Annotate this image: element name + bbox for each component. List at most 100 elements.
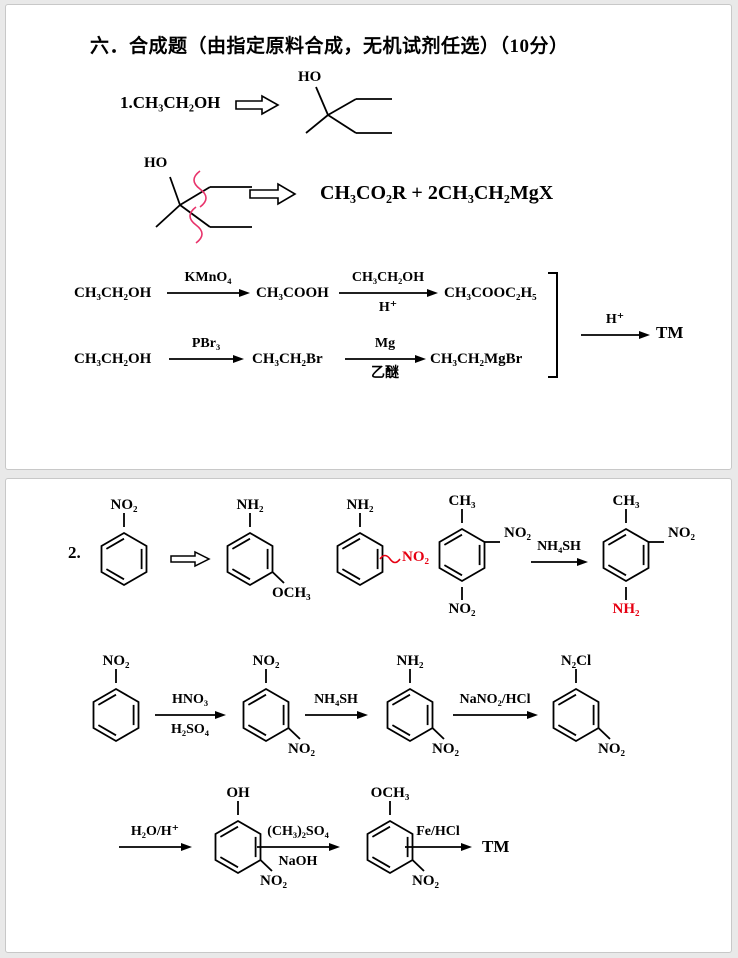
reaction-arrow-nitration: HNO₃ H₂SO₄ xyxy=(154,691,226,738)
reaction-arrow-nh4sh-2: NH₄SH xyxy=(304,691,368,721)
substituent-label: N₂Cl xyxy=(560,653,592,669)
reagent-label: NH₄SH xyxy=(537,539,581,554)
page-title: 六．合成题（由指定原料合成，无机试剂任选）（10分） xyxy=(90,36,569,57)
benzene-ring xyxy=(336,513,401,586)
reagent-label: CH₃CH₂OH xyxy=(351,270,425,285)
problem-number-label: 2. xyxy=(68,543,81,562)
condition-label: H₂SO₄ xyxy=(171,722,209,737)
arrow-icon xyxy=(155,711,226,719)
slide-panel-2: 2. NO₂ NH₂ OCH₃ NH₂ NO₂ CH₃ xyxy=(5,478,732,953)
retro-products-label: CH₃CO₂R + 2CH₃CH₂MgX xyxy=(320,182,554,204)
molecule-4-amino-2-nitrotoluene: CH₃ NO₂ NH₂ xyxy=(590,493,712,619)
reagent-label: NH₄SH xyxy=(314,692,358,707)
reaction-arrow-nh4sh: NH₄SH xyxy=(530,538,588,568)
arrow-icon xyxy=(531,558,588,566)
arrow-icon xyxy=(169,355,244,363)
reaction-arrow-final: H⁺ xyxy=(580,311,650,341)
reaction-arrow-methylation: (CH₃)₂SO₄ NaOH xyxy=(256,823,340,870)
reaction-arrow-pbr3: PBr₃ xyxy=(168,335,244,365)
arrow-icon xyxy=(257,843,340,851)
benzene-ring xyxy=(366,801,425,874)
substituent-label: NH₂ xyxy=(236,497,264,513)
benzene-ring xyxy=(386,669,445,742)
substituent-label: OCH₃ xyxy=(272,585,311,601)
disconnection-structure: HO xyxy=(130,151,300,255)
arrow-icon xyxy=(305,711,368,719)
reaction-arrow-diazotization: NaNO₂/HCl xyxy=(452,691,538,721)
substituent-label: NO₂ xyxy=(412,873,439,889)
substituent-label: NO₂ xyxy=(110,497,138,513)
molecule-nitroaniline-mixture: NH₂ NO₂ xyxy=(324,497,436,593)
substituent-label: NO₂ xyxy=(448,601,476,617)
molecule-24-dinitrotoluene: CH₃ NO₂ NO₂ xyxy=(426,493,548,619)
substituent-label: NO₂ xyxy=(598,741,625,757)
reagent-label: Mg xyxy=(374,336,396,351)
arrow-icon xyxy=(405,843,472,851)
benzene-ring xyxy=(100,513,148,586)
benzene-ring xyxy=(602,509,664,600)
substituent-label: NO₂ xyxy=(288,741,315,757)
arrow-icon xyxy=(345,355,426,363)
benzene-ring xyxy=(552,669,611,742)
wavy-bond xyxy=(379,554,401,564)
hydroxyl-label: HO xyxy=(144,155,168,171)
benzene-ring xyxy=(438,509,500,600)
condition-label: NaOH xyxy=(278,854,318,869)
grouping-bracket xyxy=(548,272,558,378)
reagent-label: H₂O/H⁺ xyxy=(130,824,180,839)
implies-arrow-icon xyxy=(249,182,297,206)
arrow-icon xyxy=(339,289,438,297)
substituent-label: NH₂ xyxy=(612,601,640,617)
starting-material-label: 1.CH₃CH₂OH xyxy=(120,93,221,112)
reagent-label: NaNO₂/HCl xyxy=(459,692,531,707)
target-structure: HO xyxy=(290,69,410,157)
substituent-label: NO₂ xyxy=(402,549,429,565)
tm-label: TM xyxy=(482,837,510,856)
benzene-ring xyxy=(226,513,285,586)
condition-label: H⁺ xyxy=(378,300,398,315)
molecule-meta-anisidine: NH₂ OCH₃ xyxy=(214,497,334,609)
condition-label: 乙醚 xyxy=(371,366,399,381)
molecule-m-nitrophenol: OH NO₂ xyxy=(202,785,322,897)
ethanol-label: CH₃CH₂OH xyxy=(74,285,152,301)
molecule-m-nitroanisole: OCH₃ NO₂ xyxy=(354,785,474,897)
implies-arrow-icon xyxy=(235,94,280,116)
substituent-label: NO₂ xyxy=(260,873,287,889)
hydroxyl-label: HO xyxy=(298,69,322,85)
molecule-m-dinitrobenzene: NO₂ NO₂ xyxy=(230,653,350,765)
substituent-label: NO₂ xyxy=(252,653,280,669)
ethanol-label: CH₃CH₂OH xyxy=(74,351,152,367)
reagent-label: HNO₃ xyxy=(171,692,209,707)
reagent-label: KMnO₄ xyxy=(184,270,232,285)
substituent-label: CH₃ xyxy=(612,493,640,509)
molecule-m-nitroaniline: NH₂ NO₂ xyxy=(374,653,494,765)
substituent-label: NH₂ xyxy=(396,653,424,669)
substituent-label: OH xyxy=(226,785,250,801)
arrow-icon xyxy=(167,289,250,297)
substituent-label: NO₂ xyxy=(668,525,695,541)
ethylmagnesium-bromide-label: CH₃CH₂MgBr xyxy=(430,351,523,367)
substituent-label: NH₂ xyxy=(346,497,374,513)
substituent-label: NO₂ xyxy=(432,741,459,757)
ethyl-acetate-label: CH₃COOC₂H₅ xyxy=(444,285,537,301)
benzene-ring xyxy=(242,669,301,742)
reaction-arrow-hydrolysis: H₂O/H⁺ xyxy=(118,823,192,853)
condition-label: H⁺ xyxy=(605,312,625,327)
skeletal-structure xyxy=(305,86,392,134)
substituent-label: NO₂ xyxy=(504,525,531,541)
reagent-label: PBr₃ xyxy=(191,336,221,351)
substituent-label: CH₃ xyxy=(448,493,476,509)
arrow-icon xyxy=(453,711,538,719)
benzene-ring xyxy=(214,801,273,874)
tm-label: TM xyxy=(656,323,684,342)
molecule-nitrobenzene: NO₂ xyxy=(88,497,160,593)
ethyl-bromide-label: CH₃CH₂Br xyxy=(252,351,323,367)
skeletal-structure xyxy=(155,170,252,244)
wavy-disconnection xyxy=(189,206,203,244)
substituent-label: NO₂ xyxy=(102,653,130,669)
arrow-icon xyxy=(581,331,650,339)
molecule-m-nitro-diazonium: N₂Cl NO₂ xyxy=(540,653,660,765)
reagent-label: (CH₃)₂SO₄ xyxy=(267,824,329,839)
wavy-disconnection xyxy=(193,170,207,208)
